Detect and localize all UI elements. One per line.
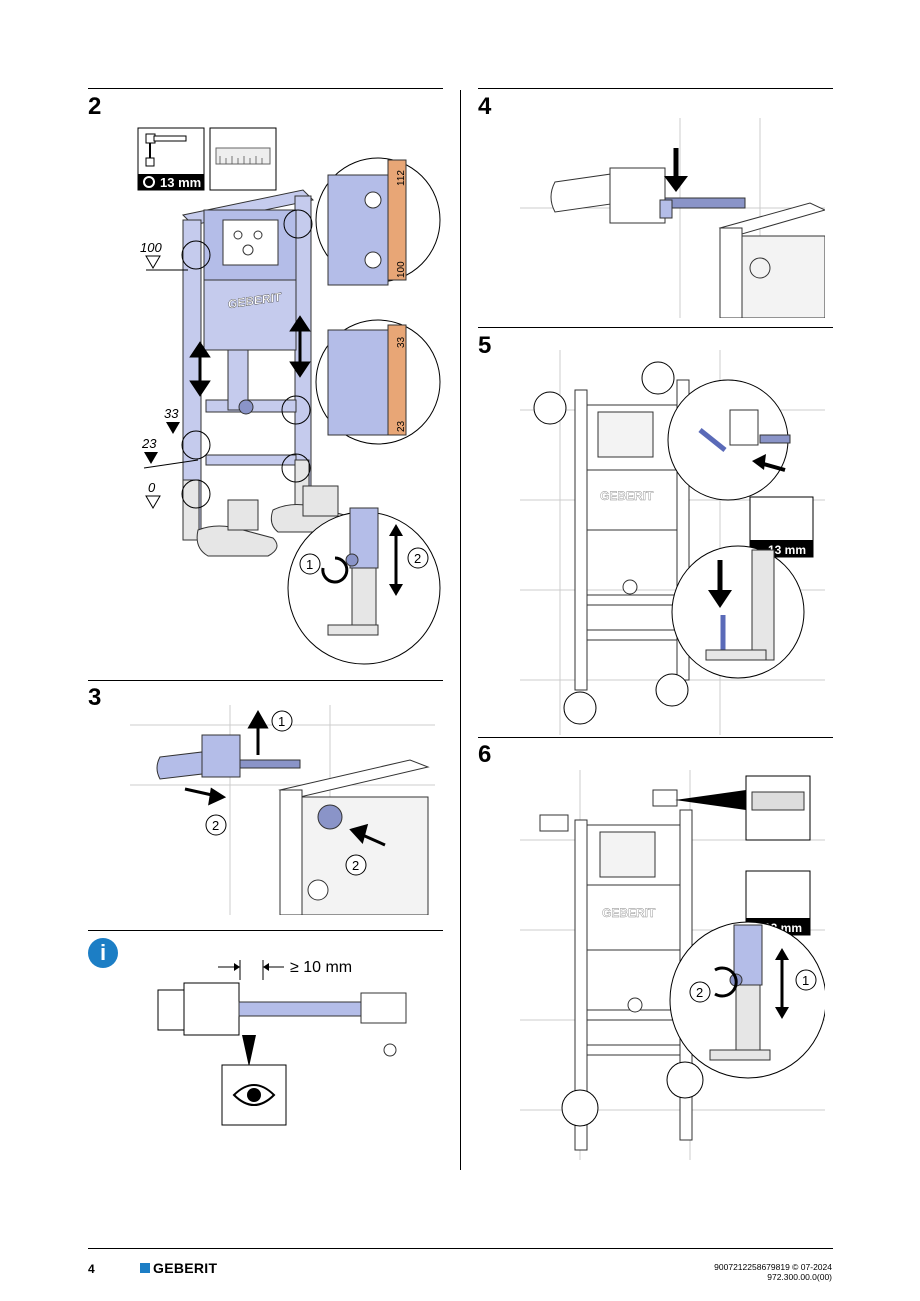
circled-number-2-step6: 2 <box>696 985 703 1000</box>
step-number-6: 6 <box>478 741 492 768</box>
step-number-2: 2 <box>88 93 102 120</box>
section-rule-info <box>88 930 443 931</box>
document-reference: 9007212258679819 © 07-2024 972.300.00.0(… <box>714 1262 832 1282</box>
tool-size-label-2: 13 mm <box>160 175 201 190</box>
bracket-3 <box>156 734 343 830</box>
brand-logo: GEBERIT <box>140 1260 217 1276</box>
section-rule-6 <box>478 737 833 738</box>
circled-number-1-step2: 1 <box>306 557 313 572</box>
brand-name: GEBERIT <box>153 1260 218 1276</box>
brand-square-icon <box>140 1263 150 1273</box>
step-number-5: 5 <box>478 332 492 359</box>
scale-label-100: 100 <box>396 261 407 278</box>
detail-circle-scale-bottom <box>315 319 441 445</box>
wrench-tool-icon <box>137 127 205 191</box>
circled-number-1-step3: 1 <box>278 714 285 729</box>
scale-label-112: 112 <box>396 170 407 186</box>
step-3-illustration: 1 2 2 <box>130 705 435 915</box>
step-number-4: 4 <box>478 93 492 120</box>
ruler-tool-icon <box>209 127 277 191</box>
step-number-3: 3 <box>88 684 102 711</box>
detail-circle-scale-top <box>315 157 441 286</box>
circled-number-1-step6: 1 <box>802 973 809 988</box>
circled-number-2-step2: 2 <box>414 551 421 566</box>
frame-logo-5: GEBERIT <box>600 489 654 503</box>
scale-label-33: 33 <box>396 336 407 348</box>
info-illustration <box>157 960 407 1126</box>
circled-number-2a-step3: 2 <box>212 818 219 833</box>
section-rule-4 <box>478 88 833 89</box>
section-rule-3 <box>88 680 443 681</box>
height-label-100: 100 <box>140 240 162 255</box>
step-5-illustration: GEBERIT 13 mm <box>520 350 825 735</box>
frame-corner-3 <box>278 759 430 915</box>
step-2-illustration: 13 mm GEBERIT 100 33 <box>137 127 441 665</box>
document-reference-line-1: 9007212258679819 © 07-2024 <box>714 1262 832 1272</box>
section-rule-5 <box>478 327 833 328</box>
circled-number-2b-step3: 2 <box>352 858 359 873</box>
section-rule-2 <box>88 88 443 89</box>
tool-size-label-5: 13 mm <box>768 543 806 557</box>
height-label-0: 0 <box>148 480 156 495</box>
height-label-33: 33 <box>164 406 179 421</box>
document-reference-line-2: 972.300.00.0(00) <box>767 1272 832 1282</box>
step-4-illustration <box>520 118 825 318</box>
frame-logo-6: GEBERIT <box>602 906 656 920</box>
step-6-illustration: GEBERIT 13 mm 2 1 <box>520 770 825 1160</box>
column-divider <box>460 90 461 1170</box>
detail-circle-foot <box>287 507 441 665</box>
scale-label-23: 23 <box>396 420 407 432</box>
distance-label: ≥ 10 mm <box>290 959 353 976</box>
footer-rule <box>88 1248 833 1249</box>
page-number: 4 <box>88 1262 95 1276</box>
height-adjust-arrows <box>189 315 311 397</box>
height-label-23: 23 <box>141 436 157 451</box>
info-icon: i <box>88 938 118 968</box>
installation-frame-6 <box>574 809 693 1151</box>
eye-icon <box>232 1084 276 1106</box>
